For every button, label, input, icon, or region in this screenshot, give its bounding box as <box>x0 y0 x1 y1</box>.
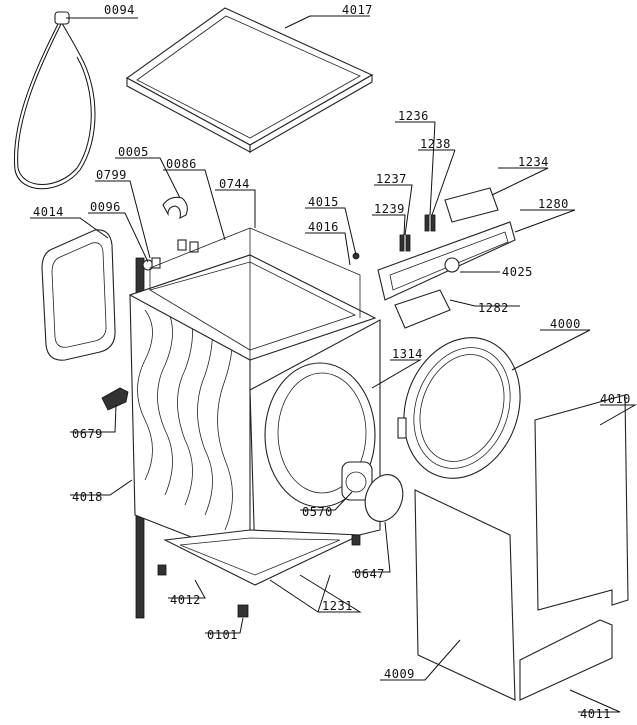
side-panel-4009 <box>414 489 516 701</box>
label-0086: 0086 <box>166 157 197 171</box>
pcb-1234 <box>444 187 499 223</box>
hose-clip-0005 <box>162 196 188 219</box>
label-1234: 1234 <box>518 155 549 169</box>
label-0679: 0679 <box>72 427 103 441</box>
label-4017: 4017 <box>342 3 373 17</box>
label-0799: 0799 <box>96 168 127 182</box>
label-1314: 1314 <box>392 347 423 361</box>
label-1282: 1282 <box>478 301 509 315</box>
label-0570: 0570 <box>302 505 333 519</box>
label-1238: 1238 <box>420 137 451 151</box>
control-panel-1280 <box>377 221 516 301</box>
small-fittings-0799 <box>151 239 199 269</box>
label-0096: 0096 <box>90 200 121 214</box>
buttons-1237-1239 <box>399 234 411 252</box>
label-4009: 4009 <box>384 667 415 681</box>
filter-cover-0647 <box>364 474 404 522</box>
label-1280: 1280 <box>538 197 569 211</box>
label-4012: 4012 <box>170 593 201 607</box>
feet-1231 <box>157 534 361 618</box>
label-4010: 4010 <box>600 392 631 406</box>
leader-lines <box>30 15 637 713</box>
label-1231: 1231 <box>322 599 353 613</box>
label-1237: 1237 <box>376 172 407 186</box>
label-0094: 0094 <box>104 3 135 17</box>
door-frame-4014 <box>41 229 116 361</box>
part-labels: 0094 4017 1236 1238 0005 0086 1234 1237 … <box>33 3 631 721</box>
cabinet-4018 <box>128 227 381 561</box>
label-1239: 1239 <box>374 202 405 216</box>
buttons-1236-1238 <box>424 214 436 232</box>
label-4025: 4025 <box>502 265 533 279</box>
rear-panel-4010 <box>534 394 629 611</box>
label-4018: 4018 <box>72 490 103 504</box>
top-cover-4017 <box>125 7 374 153</box>
kick-plate-4011 <box>519 619 613 701</box>
label-0005: 0005 <box>118 145 149 159</box>
label-1236: 1236 <box>398 109 429 123</box>
label-0647: 0647 <box>354 567 385 581</box>
label-4011: 4011 <box>580 707 611 721</box>
label-4015: 4015 <box>308 195 339 209</box>
base-4012 <box>163 529 361 586</box>
label-4014: 4014 <box>33 205 64 219</box>
label-0101: 0101 <box>207 628 238 642</box>
door-4000 <box>397 337 521 479</box>
label-4016: 4016 <box>308 220 339 234</box>
label-0744: 0744 <box>219 177 250 191</box>
bracket-0679 <box>101 387 129 411</box>
inlet-hose-0094 <box>13 11 96 190</box>
detergent-drawer-1282 <box>394 289 451 329</box>
label-4000: 4000 <box>550 317 581 331</box>
